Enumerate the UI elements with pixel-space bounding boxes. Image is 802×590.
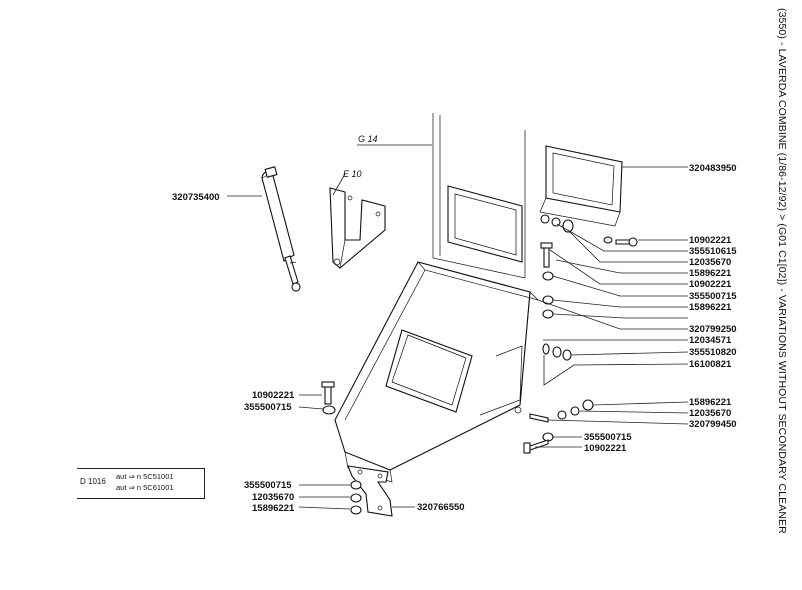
part-number-label: 15896221	[252, 503, 295, 514]
note-line: aut ⇒ n 5C61001	[116, 483, 174, 492]
part-number-label: 12035670	[689, 408, 731, 419]
ref-label-g14: G 14	[358, 134, 378, 144]
note-line: aut ⇒ n 5C51001	[116, 472, 174, 481]
note-code: D 1016	[80, 477, 106, 486]
side-wall-panel	[432, 113, 526, 279]
leader-lines	[227, 144, 689, 510]
part-number-label: 355510820	[689, 347, 737, 358]
part-number-label: 320735400	[172, 192, 220, 203]
part-number-label: 12034571	[689, 335, 732, 346]
bracket-e10-part	[329, 187, 386, 269]
page-title: (3550) - LAVERDA COMBINE (1/86-12/92) > …	[776, 8, 788, 534]
part-number-label: 355500715	[689, 291, 737, 302]
gas-spring-part	[261, 166, 301, 292]
part-number-label: 355500715	[244, 402, 292, 413]
part-number-label: 15896221	[689, 268, 732, 279]
part-number-label: 320483950	[689, 163, 737, 174]
part-number-label: 10902221	[584, 443, 627, 454]
part-number-label: 320799250	[689, 324, 737, 335]
part-number-label: 355510615	[689, 246, 737, 257]
part-number-label: 15896221	[689, 302, 732, 313]
part-number-label: 10902221	[689, 235, 732, 246]
ref-label-e10: E 10	[343, 169, 362, 179]
part-number-label: 15896221	[689, 397, 732, 408]
part-number-label: 12035670	[689, 257, 731, 268]
part-number-label: 10902221	[252, 390, 295, 401]
part-number-label: 320799450	[689, 419, 737, 430]
serial-number-note: D 1016 aut ⇒ n 5C51001 aut ⇒ n 5C61001	[77, 468, 205, 499]
part-number-label: 16100821	[689, 359, 732, 370]
fasteners-right-cluster	[523, 214, 638, 454]
part-number-label: 320766550	[417, 502, 465, 513]
part-number-label: 12035670	[252, 492, 294, 503]
part-number-label: 355500715	[244, 480, 292, 491]
hopper-housing-part	[334, 261, 540, 483]
fasteners-left-cluster	[321, 381, 362, 515]
part-number-label: 355500715	[584, 432, 632, 443]
part-number-label: 10902221	[689, 279, 732, 290]
frame-320483950-part	[539, 145, 623, 227]
